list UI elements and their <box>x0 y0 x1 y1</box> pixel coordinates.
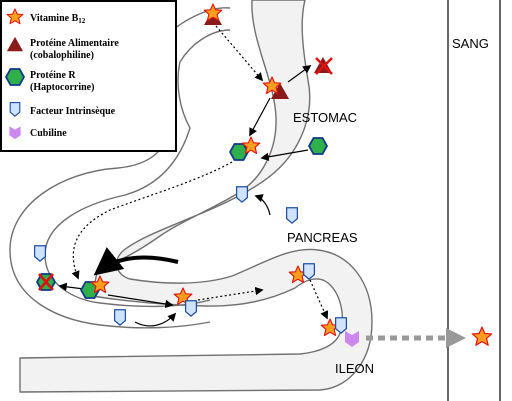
blood-vessel <box>447 0 501 401</box>
legend-food-protein-label: Protéine Alimentaire <box>30 38 119 49</box>
legend-intrinsic-factor-label: Facteur Intrinsèque <box>30 106 116 117</box>
arrow-from-pancreas <box>254 194 271 216</box>
legend-box <box>0 0 177 152</box>
intrinsic-factor-icon <box>113 309 127 326</box>
dotted-arrow-ingestion <box>215 25 264 82</box>
arrow-fi-to-complex <box>134 312 177 327</box>
intrinsic-factor-icon <box>285 207 299 224</box>
arrow-to-degradation <box>287 65 312 83</box>
small-intestine-inner-wall <box>44 29 231 308</box>
legend-protein-r-sublabel: (Haptocorrine) <box>30 82 94 93</box>
dotted-arrow-to-duodenum <box>71 161 233 280</box>
arrow-protein-r-binding <box>260 149 309 161</box>
stomach-label: ESTOMAC <box>293 110 357 125</box>
intrinsic-factor-icon <box>33 245 47 262</box>
protein-r-hexagon-icon <box>308 137 328 155</box>
arrow-to-degraded-protein-r <box>58 282 85 292</box>
big-curved-arrow <box>93 247 179 276</box>
legend-cubilin-label: Cubiline <box>30 128 67 139</box>
star-icon <box>471 326 493 346</box>
ileum-label: ILEON <box>335 361 374 376</box>
legend-food-protein-sublabel: (cobalophiline) <box>30 50 94 61</box>
intrinsic-factor-icon <box>184 300 198 317</box>
arrow-b12-to-fi <box>107 294 174 309</box>
arrow-release-b12 <box>249 97 271 137</box>
legend-protein-r-label: Protéine R <box>30 70 76 81</box>
pancreas-label: PANCREAS <box>287 230 358 245</box>
cross-icon <box>38 273 54 291</box>
protein-r-hexagon-icon <box>5 68 25 86</box>
intrinsic-factor-icon <box>235 186 249 203</box>
blood-label: SANG <box>452 36 489 51</box>
molecules <box>33 3 493 347</box>
dotted-arrow-to-cubilin <box>309 279 329 320</box>
legend: Vitamine B12 Protéine Alimentaire (cobal… <box>0 0 177 152</box>
dotted-arrow-to-ileum <box>197 286 264 301</box>
cross-icon <box>315 57 333 75</box>
pathway-arrows <box>58 25 329 327</box>
legend-vitamin-b12-label: Vitamine B12 <box>30 13 86 25</box>
